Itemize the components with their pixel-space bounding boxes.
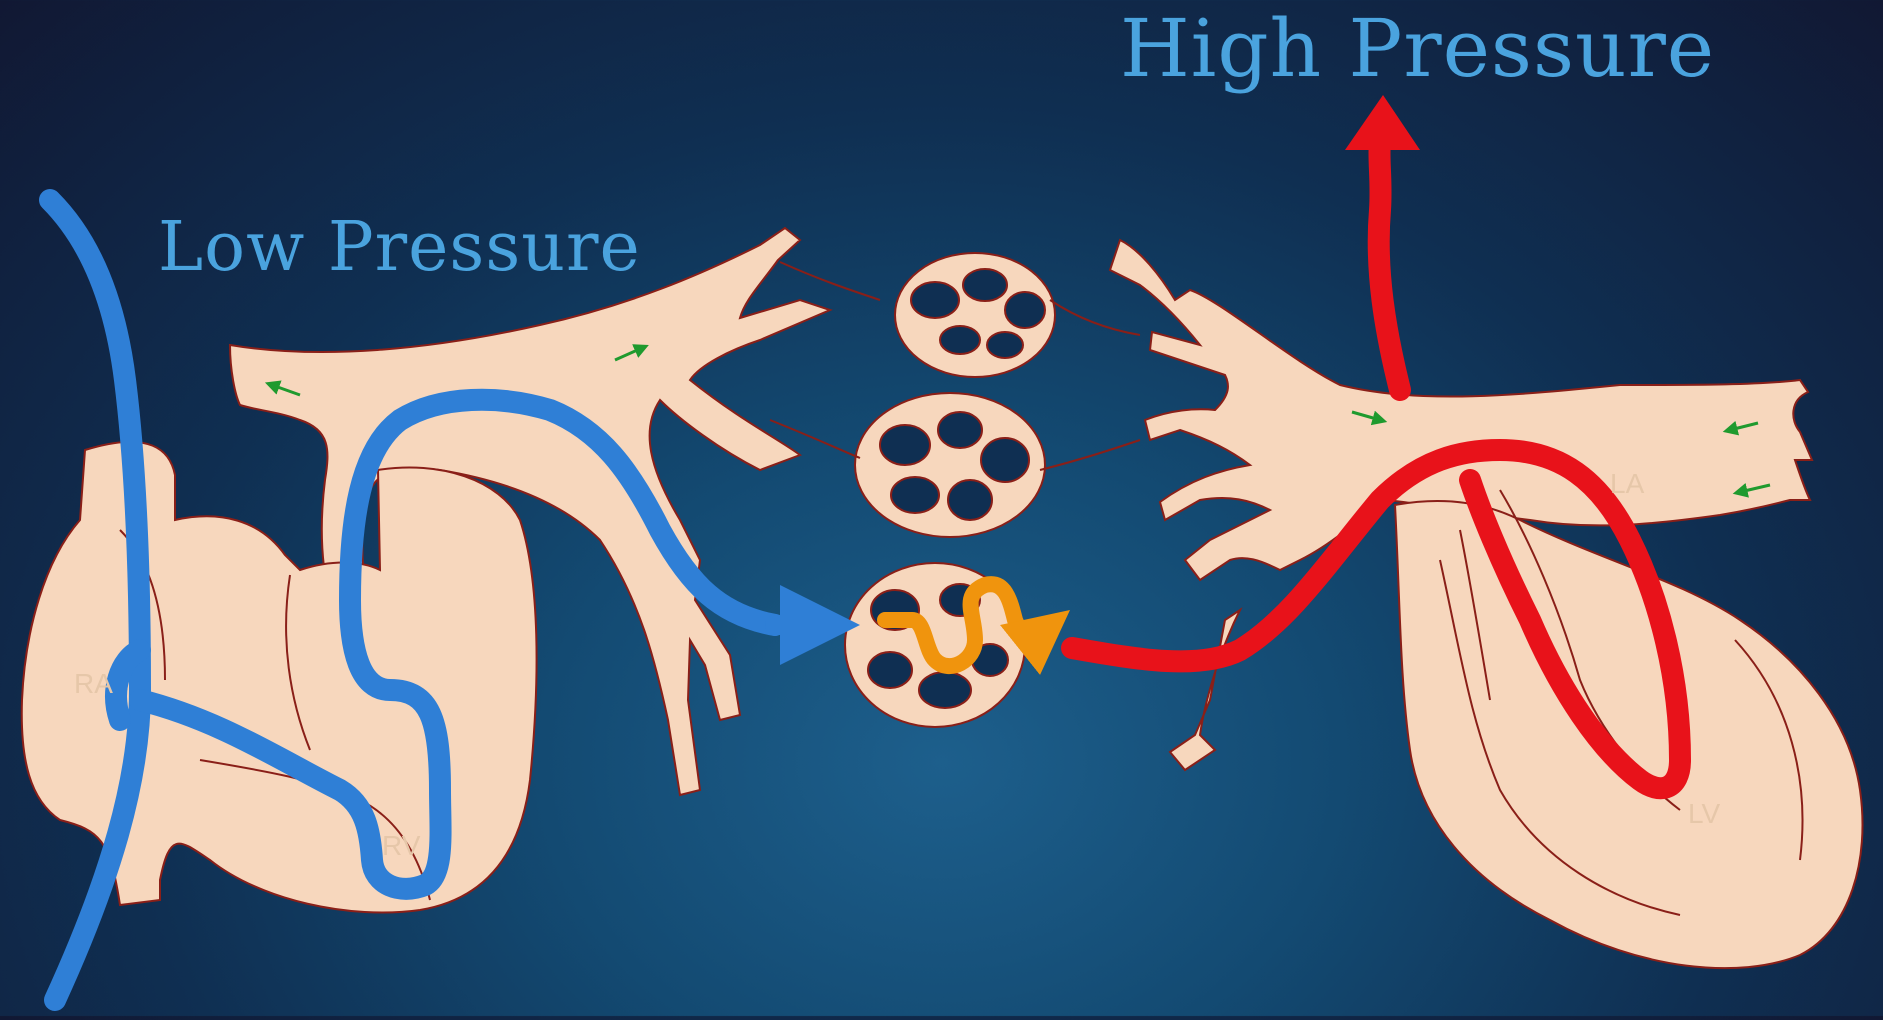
high-pressure-title: High Pressure	[1120, 2, 1715, 95]
left-ventricle-label: LV	[1688, 798, 1720, 830]
alveolus-middle	[855, 393, 1045, 537]
right-atrium-label: RA	[74, 668, 113, 700]
red-aorta	[1379, 140, 1400, 390]
alveolus-top	[895, 253, 1055, 377]
right-ventricle-label: RV	[382, 830, 420, 862]
left-atrium-label: LA	[1610, 468, 1644, 500]
red-aorta-arrowhead	[1345, 95, 1420, 150]
low-pressure-title: Low Pressure	[158, 208, 641, 287]
